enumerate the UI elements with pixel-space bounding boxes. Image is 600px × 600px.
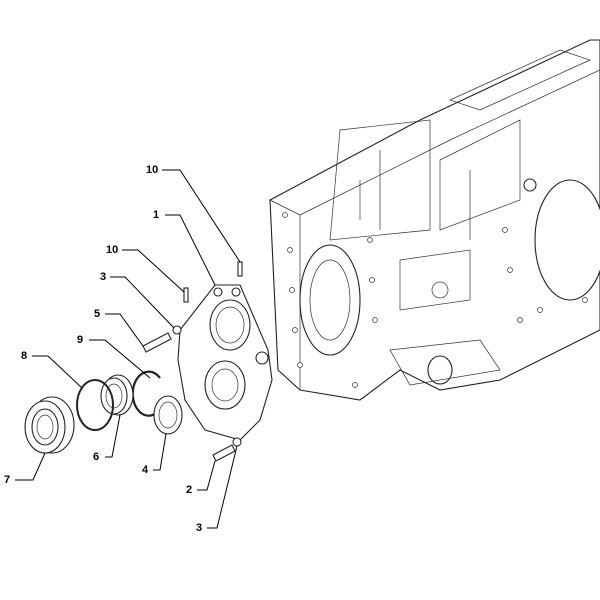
bolt-upper <box>142 332 172 353</box>
housing-bolt-holes <box>282 212 588 388</box>
seal-assembly <box>24 396 75 454</box>
o-ring <box>76 379 114 431</box>
washer-lower <box>232 437 242 447</box>
callout-3-lower: 3 <box>196 522 203 534</box>
callout-8: 8 <box>21 350 28 362</box>
callout-9: 9 <box>77 334 84 346</box>
callout-5: 5 <box>94 308 101 320</box>
leader-lines <box>15 169 241 529</box>
callout-1: 1 <box>153 209 160 221</box>
callout-10-lower: 10 <box>106 244 119 256</box>
pin-lower <box>183 287 189 303</box>
callout-2: 2 <box>186 484 193 496</box>
callout-6: 6 <box>93 451 100 463</box>
callout-10-upper: 10 <box>146 164 159 176</box>
callout-4: 4 <box>142 464 149 476</box>
callout-7: 7 <box>4 474 11 486</box>
pin-upper <box>237 261 243 277</box>
thrust-washer <box>153 395 183 435</box>
bolt-lower <box>212 444 236 462</box>
washer-upper <box>172 325 182 335</box>
transmission-housing <box>269 39 600 401</box>
cover-plate <box>177 284 273 441</box>
callout-3-upper: 3 <box>100 271 107 283</box>
